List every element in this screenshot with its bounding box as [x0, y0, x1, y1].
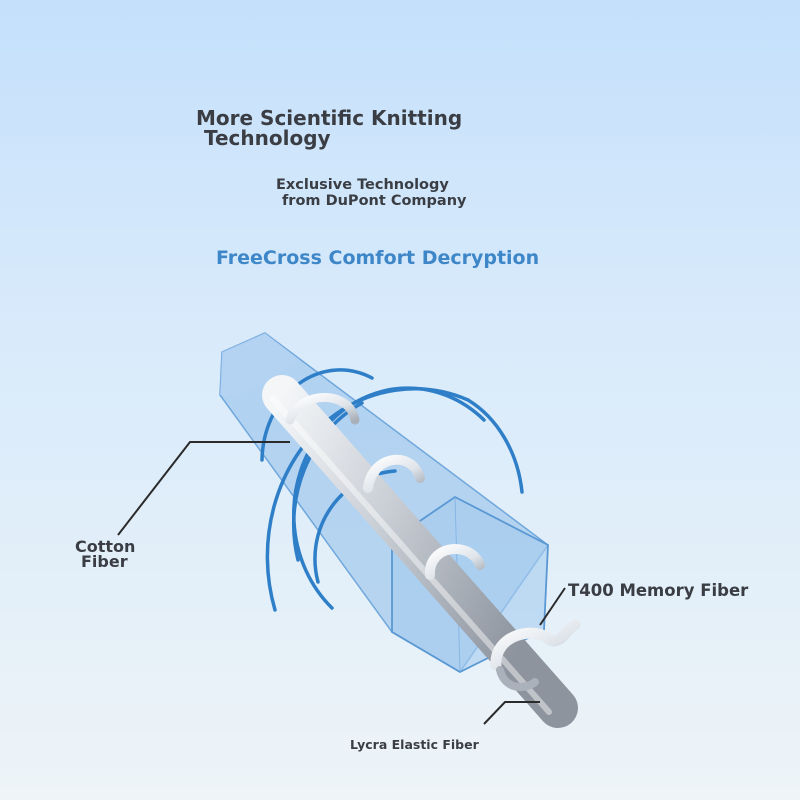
t400-helix: [285, 393, 581, 691]
cotton-fiber-label: Cotton Fiber: [75, 537, 136, 571]
t400-memory-fiber-label: T400 Memory Fiber: [568, 581, 749, 600]
lycra-elastic-fiber-label: Lycra Elastic Fiber: [350, 737, 479, 752]
page-title-line-2: Technology: [204, 126, 331, 150]
section-heading: FreeCross Comfort Decryption: [216, 247, 540, 269]
page-title-line-1: More Scientific Knitting: [196, 106, 463, 130]
page-subtitle-line-2: from DuPont Company: [282, 193, 467, 209]
page-subtitle-line-1: Exclusive Technology: [276, 177, 449, 193]
cotton-label-line-1: Cotton: [75, 537, 136, 556]
page-title: More Scientific Knitting Technology: [196, 108, 462, 148]
cotton-label-line-2: Fiber: [81, 552, 128, 571]
lycra-leader: [483, 701, 540, 725]
label-leader-lines: [117, 441, 566, 725]
page-subtitle: Exclusive Technology from DuPont Company: [276, 177, 466, 209]
t400-leader: [539, 587, 566, 626]
lycra-core: [262, 375, 578, 728]
cotton-leader: [117, 441, 290, 536]
